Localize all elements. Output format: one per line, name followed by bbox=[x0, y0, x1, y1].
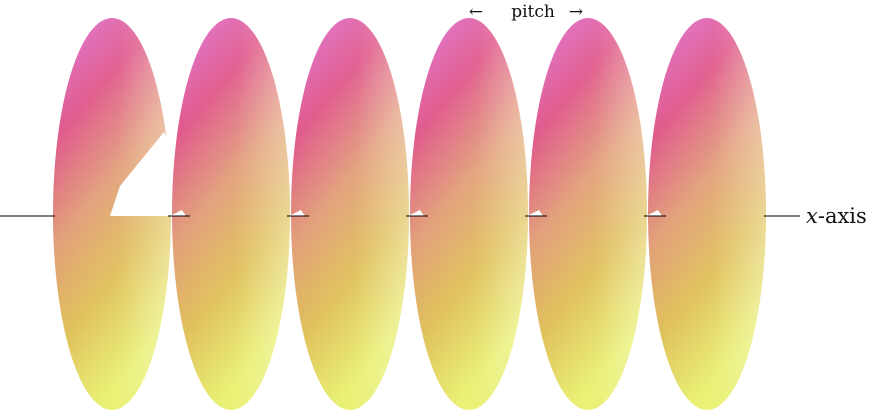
pitch-label: pitch bbox=[511, 2, 555, 22]
pitch-left-arrow: ← bbox=[469, 2, 483, 22]
helix-opening bbox=[110, 132, 174, 216]
helix-turn-sheen-6 bbox=[648, 18, 766, 410]
pitch-right-arrow: → bbox=[569, 2, 583, 22]
x-axis-suffix: -axis bbox=[818, 204, 867, 228]
helix-gap-2 bbox=[289, 210, 305, 216]
helix-gap-5 bbox=[646, 210, 662, 216]
helix-turn-sheen-3 bbox=[291, 18, 409, 410]
helicoid-surface bbox=[53, 18, 766, 410]
helix-gap-3 bbox=[408, 210, 424, 216]
helix-gap-4 bbox=[527, 210, 543, 216]
pitch-annotation: ← pitch → bbox=[469, 2, 583, 22]
helix-gap-1 bbox=[170, 210, 186, 216]
helix-turn-sheen-4 bbox=[410, 18, 528, 410]
x-axis-label: x-axis bbox=[806, 204, 867, 228]
x-axis-variable: x bbox=[806, 204, 818, 228]
helix-turn-sheen-2 bbox=[172, 18, 290, 410]
helix-turn-sheen-5 bbox=[529, 18, 647, 410]
